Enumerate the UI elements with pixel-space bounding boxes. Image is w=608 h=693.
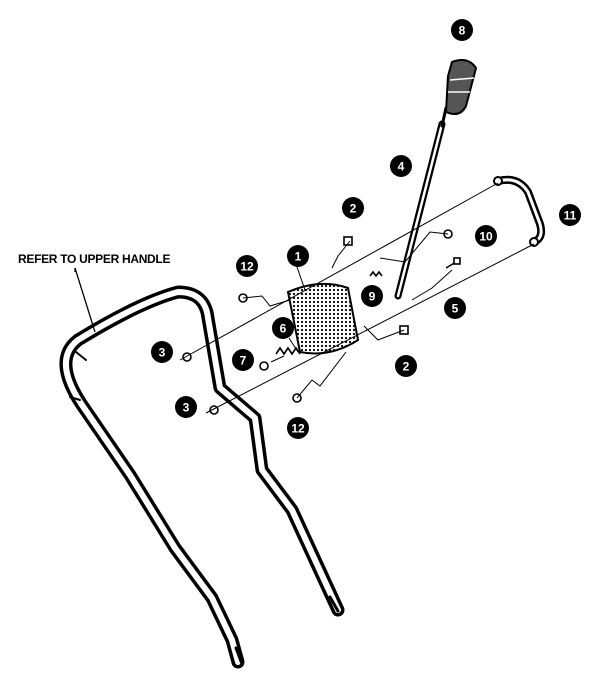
svg-text:10: 10 [479,230,493,244]
svg-text:12: 12 [291,422,305,436]
callout-1: 1 [287,245,309,267]
shift-plate [286,282,360,355]
shift-rod [394,106,448,300]
lower-handle [59,285,345,669]
svg-text:4: 4 [398,160,405,174]
callout-2-top: 2 [342,197,364,219]
callout-5: 5 [444,297,466,319]
callout-4: 4 [390,155,412,177]
callout-6: 6 [272,317,294,339]
callout-10: 10 [475,225,497,247]
hardware [182,229,461,415]
svg-text:9: 9 [369,290,376,304]
reference-note: REFER TO UPPER HANDLE [18,252,170,266]
svg-text:3: 3 [183,401,190,415]
svg-text:8: 8 [459,24,466,38]
svg-text:2: 2 [403,360,410,374]
svg-text:7: 7 [240,354,247,368]
callout-3-top: 3 [151,341,173,363]
svg-text:6: 6 [280,322,287,336]
svg-text:1: 1 [295,250,302,264]
control-bar [493,175,546,247]
svg-text:5: 5 [452,302,459,316]
callout-2-bottom: 2 [395,355,417,377]
leader-lines [179,182,535,414]
svg-text:12: 12 [240,260,254,274]
callout-3-bottom: 3 [175,396,197,418]
callout-12-bottom: 12 [287,417,309,439]
callout-7: 7 [232,349,254,371]
callout-12-top: 12 [236,255,258,277]
callout-8: 8 [451,19,473,41]
reference-leader [74,267,96,333]
svg-text:11: 11 [564,209,577,223]
grip [444,59,478,115]
svg-text:3: 3 [159,346,166,360]
callouts: 8 4 2 11 10 1 12 9 [151,19,581,439]
callout-11: 11 [559,204,581,226]
callout-9: 9 [361,285,383,307]
svg-text:2: 2 [350,202,357,216]
